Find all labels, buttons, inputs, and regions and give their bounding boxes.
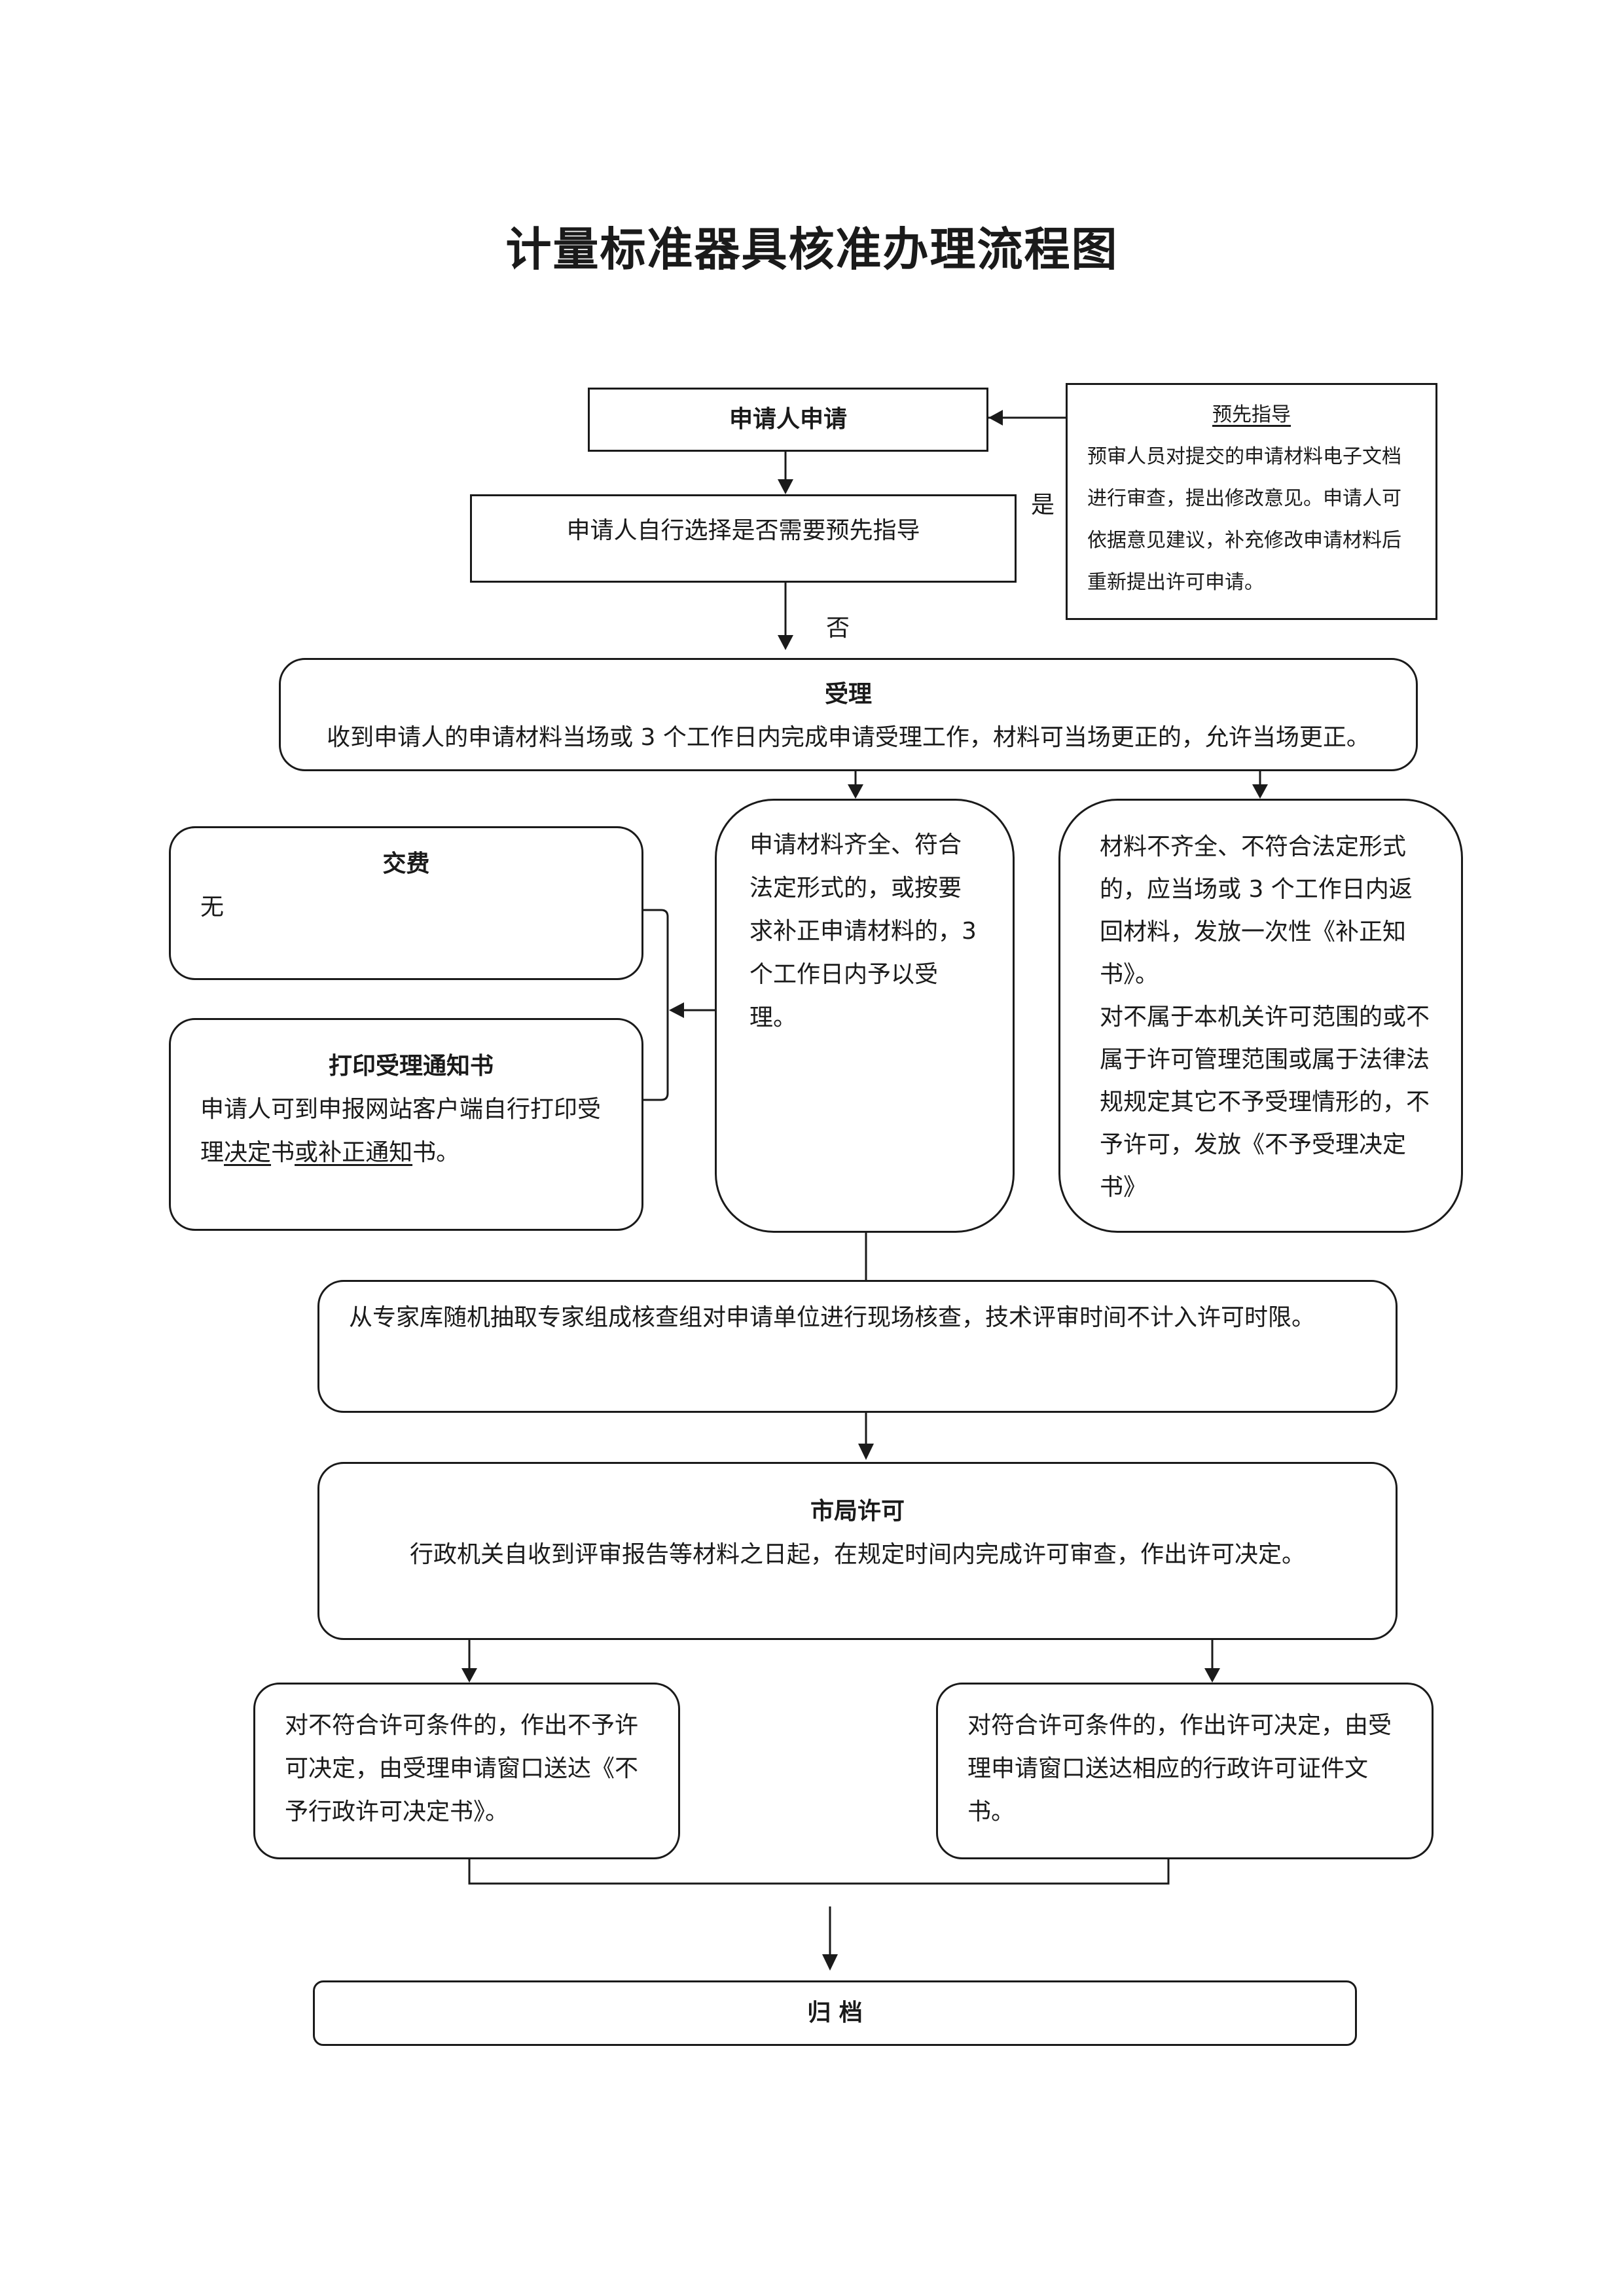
print-notice-or: 或	[295, 1139, 319, 1166]
print-notice-title: 打印受理通知书	[328, 1053, 494, 1080]
arrowhead-permit-to-grant	[1204, 1668, 1220, 1683]
pre-guide-box: 预先指导 预审人员对提交的申请材料电子文档进行审查，提出修改意见。申请人可依据意…	[1066, 383, 1437, 620]
page-title: 计量标准器具核准办理流程图	[505, 222, 1119, 276]
pre-guide-body: 预审人员对提交的申请材料电子文档进行审查，提出修改意见。申请人可依据意见建议，补…	[1087, 445, 1401, 594]
apply-title: 申请人申请	[729, 406, 847, 433]
grant-box: 对符合许可条件的，作出许可决定，由受理申请窗口送达相应的行政许可证件文书。	[936, 1683, 1434, 1859]
fee-title: 交费	[382, 850, 430, 877]
print-notice-link-decision: 决定	[224, 1139, 272, 1166]
arrowhead-permit-to-deny	[461, 1668, 477, 1683]
print-notice-box: 打印受理通知书 申请人可到申报网站客户端自行打印受理决定书或补正通知书。	[169, 1018, 643, 1231]
review-box: 从专家库随机抽取专家组成核查组对申请单位进行现场核查，技术评审时间不计入许可时限…	[317, 1280, 1398, 1413]
archive-title: 归 档	[807, 1999, 863, 2026]
city-permit-title: 市局许可	[810, 1498, 905, 1525]
print-notice-body-prefix: 申请人可到申报网站客户端自行打印受理	[200, 1096, 602, 1166]
arrowhead-review-to-permit	[858, 1444, 874, 1460]
arrowhead-accept-to-incomplete	[1252, 784, 1268, 799]
bracket-fee-print	[643, 909, 669, 1101]
arrowhead-choose-to-accept	[778, 635, 793, 650]
choose-text: 申请人自行选择是否需要预先指导	[566, 517, 920, 544]
print-notice-suffix: 书。	[412, 1139, 460, 1166]
fee-box: 交费 无	[169, 826, 643, 980]
accept-title: 受理	[824, 681, 872, 708]
incomplete-body-2: 对不属于本机关许可范围的或不属于许可管理范围或属于法律法规规定其它不予受理情形的…	[1100, 1004, 1430, 1201]
arrowhead-apply-to-choose	[778, 479, 793, 494]
complete-box: 申请材料齐全、符合法定形式的，或按要求补正申请材料的，3 个工作日内予以受理。	[715, 799, 1015, 1233]
deny-body: 对不符合许可条件的，作出不予许可决定，由受理申请窗口送达《不予行政许可决定书》。	[285, 1712, 639, 1825]
choose-box: 申请人自行选择是否需要预先指导	[470, 494, 1017, 583]
accept-box: 受理 收到申请人的申请材料当场或 3 个工作日内完成申请受理工作，材料可当场更正…	[279, 658, 1418, 771]
join-deny-grant	[468, 1859, 1170, 1885]
accept-body: 收到申请人的申请材料当场或 3 个工作日内完成申请受理工作，材料可当场更正的，允…	[327, 724, 1370, 751]
print-notice-body: 申请人可到申报网站客户端自行打印受理决定书或补正通知书。	[200, 1088, 622, 1175]
archive-box: 归 档	[313, 1980, 1357, 2046]
city-permit-body: 行政机关自收到评审报告等材料之日起，在规定时间内完成许可审查，作出许可决定。	[409, 1541, 1305, 1568]
arrowhead-join-to-archive	[822, 1954, 838, 1971]
arrowhead-preguide-to-apply	[988, 410, 1003, 426]
city-permit-box: 市局许可 行政机关自收到评审报告等材料之日起，在规定时间内完成许可审查，作出许可…	[317, 1462, 1398, 1640]
incomplete-body-1: 材料不齐全、不符合法定形式的，应当场或 3 个工作日内返回材料，发放一次性《补正…	[1100, 833, 1413, 988]
print-notice-link-correction: 补正通知	[318, 1139, 413, 1166]
fee-body: 无	[200, 894, 225, 920]
pre-guide-title: 预先指导	[1212, 403, 1291, 426]
arrowhead-accept-to-complete	[848, 784, 863, 799]
edge-label-yes: 是	[1031, 492, 1055, 519]
complete-body: 申请材料齐全、符合法定形式的，或按要求补正申请材料的，3 个工作日内予以受理。	[749, 831, 977, 1031]
review-body: 从专家库随机抽取专家组成核查组对申请单位进行现场核查，技术评审时间不计入许可时限…	[349, 1304, 1316, 1331]
edge-label-no: 否	[826, 615, 850, 642]
print-notice-middle: 书	[271, 1139, 295, 1166]
arrowhead-complete-to-fee-print	[669, 1002, 684, 1018]
grant-body: 对符合许可条件的，作出许可决定，由受理申请窗口送达相应的行政许可证件文书。	[967, 1712, 1392, 1825]
incomplete-box: 材料不齐全、不符合法定形式的，应当场或 3 个工作日内返回材料，发放一次性《补正…	[1058, 799, 1463, 1233]
apply-box: 申请人申请	[588, 388, 988, 452]
deny-box: 对不符合许可条件的，作出不予许可决定，由受理申请窗口送达《不予行政许可决定书》。	[253, 1683, 680, 1859]
